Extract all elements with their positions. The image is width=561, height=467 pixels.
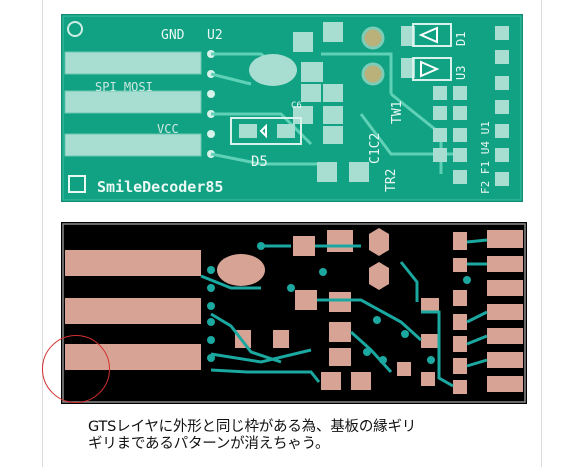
caption-line-2: ギリまであるパターンが消えちゃう。 bbox=[88, 436, 330, 452]
label-d5: D5 bbox=[251, 154, 268, 170]
label-u2: U2 bbox=[207, 28, 223, 43]
gerber-render bbox=[61, 222, 527, 404]
pcb-photo: GND U2 SPI MOSI VCC D5 SmileDecoder85 C6… bbox=[61, 14, 523, 202]
label-spi-mosi: SPI MOSI bbox=[95, 80, 153, 94]
mounting-hole-icon bbox=[67, 21, 83, 37]
caption-line-1: GTSレイヤに外形と同じ枠がある為、基板の縁ギリ bbox=[88, 419, 417, 435]
label-gnd: GND bbox=[161, 28, 185, 43]
square-marker-icon bbox=[68, 175, 86, 193]
highlight-circle bbox=[42, 335, 110, 403]
label-u3: U3 bbox=[454, 66, 468, 80]
caption: GTSレイヤに外形と同じ枠がある為、基板の縁ギリ ギリまであるパターンが消えちゃ… bbox=[88, 419, 528, 453]
label-c1c2: C1C2 bbox=[368, 133, 383, 164]
label-fn: F2 F1 U4 U1 bbox=[479, 121, 492, 194]
label-c6: C6 bbox=[291, 101, 302, 111]
label-vcc: VCC bbox=[157, 122, 179, 136]
label-brand: SmileDecoder85 bbox=[97, 178, 223, 196]
label-d1: D1 bbox=[454, 32, 468, 46]
label-tr2: TR2 bbox=[384, 169, 399, 192]
label-tw1: TW1 bbox=[390, 101, 405, 124]
